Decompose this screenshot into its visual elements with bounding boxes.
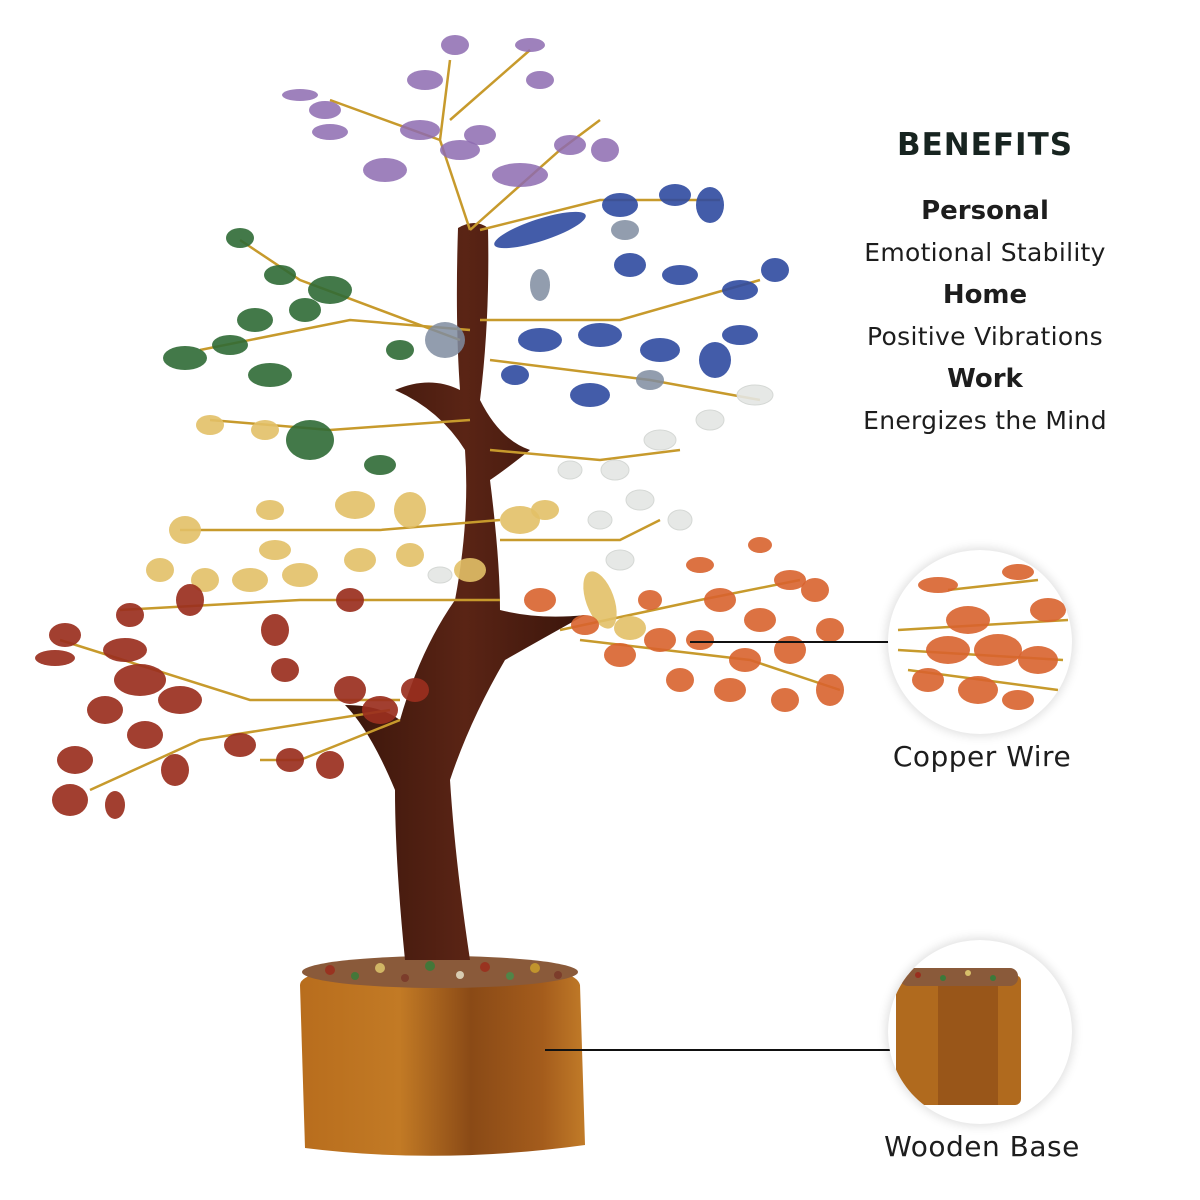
benefit-category-work: Work [947,364,1023,394]
tree-trunk [345,223,585,960]
carnelian-stones [524,537,844,712]
sodalite-stones [425,220,664,390]
wooden-base-detail-icon [888,940,1072,1124]
benefit-category-home: Home [942,280,1028,310]
benefits-title: BENEFITS [896,127,1074,163]
wooden-base-leader-line [545,1049,902,1051]
clear-quartz-stones [427,384,774,584]
yellow-aventurine-stones [146,415,646,640]
benefit-category-personal: Personal [921,196,1049,226]
wooden-base [300,956,585,1156]
wooden-base-label: Wooden Base [884,1130,1080,1163]
green-aventurine-stones [163,228,414,475]
copper-wire-detail-icon [888,550,1072,734]
benefits-panel: BENEFITS Personal Emotional Stability Ho… [840,122,1130,442]
copper-wire-leader-line [690,641,902,643]
red-jasper-stones [35,584,429,819]
benefit-description-home: Positive Vibrations [867,322,1103,351]
copper-wire-label: Copper Wire [892,740,1072,773]
lapis-stones [494,184,789,407]
benefit-description-personal: Emotional Stability [864,238,1106,267]
amethyst-stones [282,35,619,187]
benefit-description-work: Energizes the Mind [863,406,1107,435]
